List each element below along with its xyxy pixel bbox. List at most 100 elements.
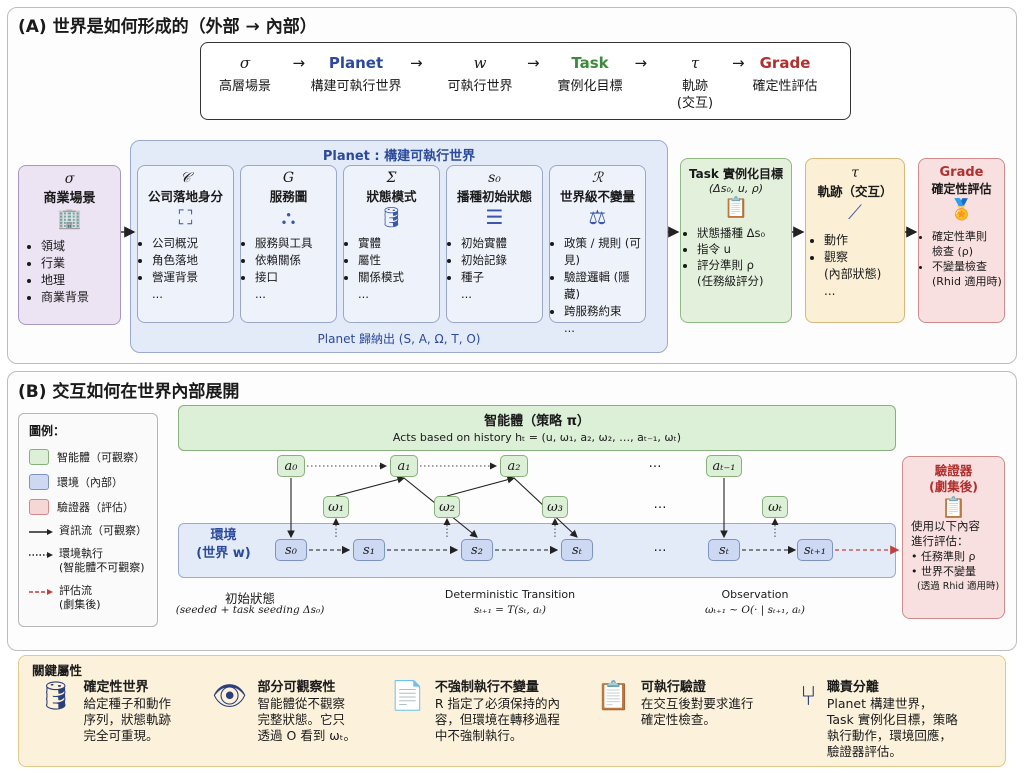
grade-items: 確定性準則 檢查 (ρ)不變量檢查 (Rhid 適用時) [919,229,1004,289]
clipboard-icon: 📋 [723,195,749,219]
trajectory-symbol: τ [851,165,859,181]
pipeline-arrow: → [527,54,540,72]
planet-card-item: ... [461,287,472,301]
pipeline-arrow: → [410,54,423,72]
legend-line [29,529,53,535]
scene-title: 商業場景 [43,191,96,206]
trajectory-item: ... [824,284,836,298]
property-title: 部分可觀察性 [257,680,336,695]
legend-heading: 圖例： [29,424,66,438]
task-item: 狀態播種 Δs₀ [697,225,791,241]
split-icon: ⑂ [800,679,817,712]
planet-card-item: 依賴關係 [255,252,336,269]
planet-card-item: 實體 [358,235,439,252]
task-items: 狀態播種 Δs₀指令 u評分準則 ρ (任務級評分) [681,225,791,289]
action-node: a₂ [500,455,528,477]
network-icon: ⛬ [281,205,296,229]
state-node: sₜ [561,539,593,561]
planet-heading: Planet : 構建可執行世界 [322,149,476,164]
planet-card-item: 接口 [255,269,336,286]
grade-title: Grade [939,165,984,180]
property-body: 在交互後對要求進行 確定性檢查。 [640,696,754,727]
observation-to-action-arrow [335,475,406,497]
trajectory-title: 軌跡（交互） [817,184,893,199]
grade-item: 不變量檢查 (Rhid 適用時) [932,259,1004,289]
scene-item: 領域 [41,238,120,255]
pipeline-step-top: Grade [759,54,811,72]
state-node: sₜ [708,539,740,561]
planet-card-item: 服務與工具 [255,235,336,252]
legend-item: 環境（內部） [29,474,147,490]
property-title: 不強制執行不變量 [434,680,539,695]
org-chart-icon: ⛶ [178,205,193,229]
property-body: 給定種子和動作 序列，狀態軌跡 完全可重現。 [83,696,172,743]
legend-items: 智能體（可觀察）環境（內部）驗證器（評估）資訊流（可觀察）環境執行 (智能體不可… [29,449,147,612]
legend-line-item: 資訊流（可觀察） [29,524,147,538]
pipeline-step-top: w [473,54,487,72]
planet-card-item: 關係模式 [358,269,439,286]
action-node: a₀ [277,455,305,477]
grade-sub: 確定性評估 [931,182,992,196]
planet-card-item: 屬性 [358,252,439,269]
legend-swatch [29,474,49,490]
section-a-connectors [121,226,918,238]
trajectory-card: τ 軌跡（交互） ⟋ 動作觀察 (內部狀態)... [805,158,905,323]
planet-card-item: ... [152,287,163,301]
property-item: 👁部分可觀察性智能體從不觀察 完整狀態。它只 透過 O 看到 ωₜ。 [212,680,412,744]
legend-swatch [29,449,49,465]
scene-item: 商業背景 [41,289,120,306]
planet-card-symbol: Σ [386,170,397,186]
verifier-title: 驗證器 (劇集後) [929,463,978,494]
planet-card-title: 公司落地身分 [147,189,223,204]
grade-item: 確定性準則 檢查 (ρ) [932,229,1004,259]
verifier-item: • 任務準則 ρ [911,550,976,563]
planet-card-title: 狀態模式 [366,189,417,204]
legend-box: 圖例： 智能體（可觀察）環境（內部）驗證器（評估）資訊流（可觀察）環境執行 (智… [18,413,158,627]
state-node: sₜ₊₁ [797,539,833,561]
task-sub: (Δs₀, u, ρ) [708,182,764,195]
planet-card-item: 政策 / 規則 (可見) [564,235,645,269]
flow-note-detail: ωₜ₊₁ ~ O(· | sₜ₊₁, aₜ) [705,604,805,616]
flow-note-title: Deterministic Transition [444,588,576,601]
agent-title: 智能體（策略 π） [484,414,590,429]
planet-card-title: 世界級不變量 [559,189,635,204]
scene-card: σ 商業場景 🏢 領域行業地理商業背景 [18,165,121,325]
pipeline-arrow: → [732,54,745,72]
property-title: 確定性世界 [83,680,149,695]
legend-label: 環境（內部） [57,476,123,489]
shield-doc-icon: 📄 [390,679,425,712]
planet-card-items: 公司概況角色落地營運背景... [138,235,233,303]
database-icon: 🛢 [378,205,405,229]
pipeline-step-top: Task [571,54,609,72]
pipeline-step-label: 可執行世界 [447,79,513,94]
planet-card-item: 初始實體 [461,235,542,252]
planet-card: 𝒞公司落地身分⛶公司概況角色落地營運背景... [137,165,234,323]
planet-card-item: 驗證邏輯 (隱藏) [564,269,645,303]
planet-card-symbol: s₀ [488,170,501,186]
planet-card-symbol: ℛ [591,170,604,186]
task-item: 指令 u [697,241,791,257]
pipeline-step-label: 軌跡 (交互) [676,79,714,111]
legend-line-item: 環境執行 (智能體不可觀察) [29,547,147,575]
planet-card-item: 種子 [461,269,542,286]
trajectory-items: 動作觀察 (內部狀態)... [806,232,904,300]
eye-slash-icon: 👁 [212,679,248,712]
clipboard-icon: 📋 [941,495,966,519]
planet-card-items: 政策 / 規則 (可見)驗證邏輯 (隱藏)跨服務約束... [550,235,645,337]
scene-item: 行業 [41,255,120,272]
observation-node: … [653,497,667,512]
planet-card-item: ... [255,287,266,301]
flow-note-detail: sₜ₊₁ = T(sₜ, aₜ) [474,604,546,616]
medal-icon: 🏅 [949,197,974,221]
checklist-icon: 📋 [596,679,631,712]
path-icon: ⟋ [848,200,862,224]
observation-to-action-arrow [446,475,516,497]
verifier-intro: 使用以下內容 進行評估： [911,519,980,548]
verifier-items: • 任務準則 ρ• 世界不變量(透過 Rhid 適用時) [903,549,1004,594]
planet-card-symbol: G [282,170,295,186]
legend-line [29,552,53,558]
